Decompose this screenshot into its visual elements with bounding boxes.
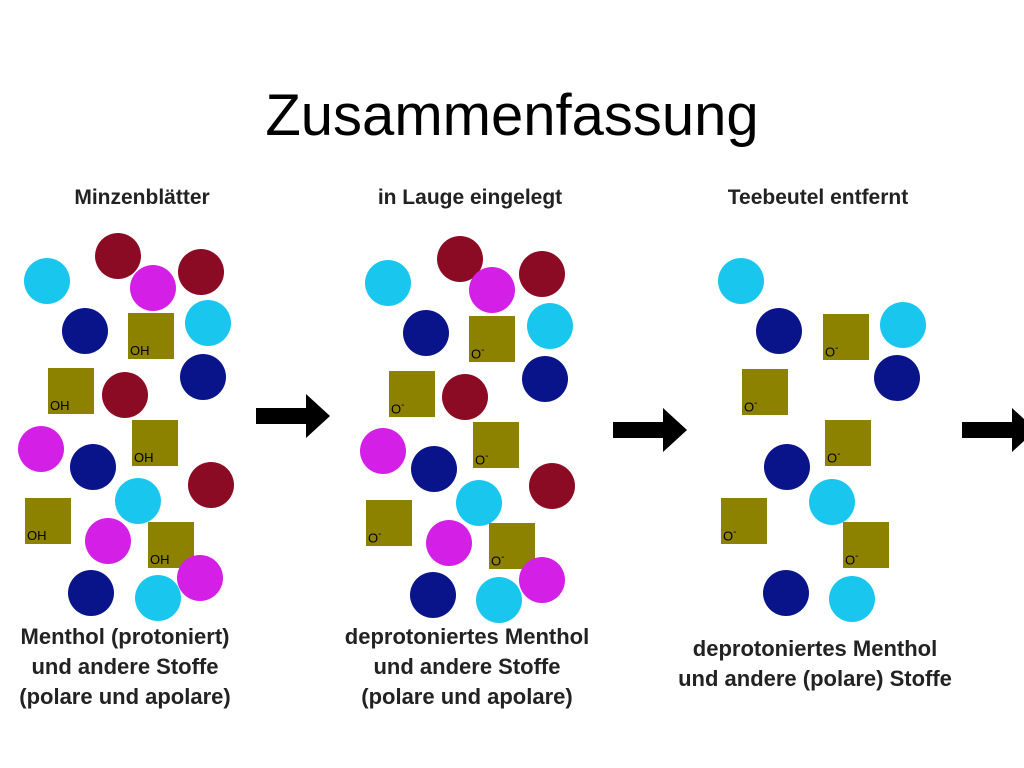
magenta-molecule (360, 428, 406, 474)
maroon-molecule (102, 372, 148, 418)
charge-sign: - (501, 551, 505, 563)
menthol-molecule: O- (473, 422, 519, 468)
charge-sign: - (837, 448, 841, 460)
magenta-molecule (469, 267, 515, 313)
charge-sign: - (485, 450, 489, 462)
magenta-molecule (426, 520, 472, 566)
menthol-molecule: O- (823, 314, 869, 360)
caption-line: Menthol (protoniert) (20, 624, 230, 649)
light-blue-molecule (24, 258, 70, 304)
light-blue-molecule (135, 575, 181, 621)
menthol-molecule: O- (843, 522, 889, 568)
caption-mint-leaves: Menthol (protoniert) und andere Stoffe (… (0, 622, 295, 712)
dark-blue-molecule (874, 355, 920, 401)
caption-teabag-removed: deprotoniertes Menthol und andere (polar… (645, 634, 985, 694)
arrow-right-icon (256, 394, 330, 438)
magenta-molecule (18, 426, 64, 472)
functional-group-label: OH (130, 343, 150, 358)
dark-blue-molecule (756, 308, 802, 354)
menthol-molecule: OH (132, 420, 178, 466)
light-blue-molecule (829, 576, 875, 622)
functional-group-label: O- (744, 397, 758, 414)
arrow-right-icon (613, 408, 687, 452)
light-blue-molecule (718, 258, 764, 304)
panel-heading-mint-leaves: Minzenblätter (74, 186, 210, 209)
caption-line: deprotoniertes Menthol (344, 624, 590, 649)
menthol-molecule: OH (48, 368, 94, 414)
magenta-molecule (177, 555, 223, 601)
panel-heading-soaked-in-lye: in Lauge eingelegt (377, 186, 563, 209)
light-blue-molecule (185, 300, 231, 346)
maroon-molecule (188, 462, 234, 508)
dark-blue-molecule (180, 354, 226, 400)
maroon-molecule (519, 251, 565, 297)
functional-group-label: O- (491, 551, 505, 568)
light-blue-molecule (527, 303, 573, 349)
charge-sign: - (733, 526, 737, 538)
functional-group-label: O- (471, 344, 485, 361)
functional-group-label: OH (150, 552, 170, 567)
menthol-molecule: OH (128, 313, 174, 359)
menthol-molecule: O- (825, 420, 871, 466)
functional-group-label: O- (845, 550, 859, 567)
dark-blue-molecule (763, 570, 809, 616)
menthol-molecule: OH (25, 498, 71, 544)
light-blue-molecule (809, 479, 855, 525)
light-blue-molecule (115, 478, 161, 524)
functional-group-label: O- (391, 399, 405, 416)
menthol-molecule: O- (742, 369, 788, 415)
caption-line: (polare und apolare) (19, 684, 231, 709)
dark-blue-molecule (70, 444, 116, 490)
caption-line: und andere (polare) Stoffe (678, 666, 952, 691)
panel-heading-teabag-removed: Teebeutel entfernt (727, 186, 909, 209)
light-blue-molecule (476, 577, 522, 623)
menthol-molecule: O- (469, 316, 515, 362)
dark-blue-molecule (411, 446, 457, 492)
menthol-molecule: O- (721, 498, 767, 544)
charge-sign: - (855, 550, 859, 562)
menthol-molecule: O- (389, 371, 435, 417)
caption-line: und andere Stoffe (31, 654, 219, 679)
caption-line: und andere Stoffe (373, 654, 561, 679)
caption-soaked-in-lye: deprotoniertes Menthol und andere Stoffe… (297, 622, 637, 712)
charge-sign: - (835, 342, 839, 354)
dark-blue-molecule (410, 572, 456, 618)
functional-group-label: OH (50, 398, 70, 413)
functional-group-label: O- (825, 342, 839, 359)
menthol-molecule: O- (366, 500, 412, 546)
arrow-right-icon (962, 408, 1024, 452)
dark-blue-molecule (522, 356, 568, 402)
maroon-molecule (95, 233, 141, 279)
dark-blue-molecule (68, 570, 114, 616)
functional-group-label: OH (27, 528, 47, 543)
functional-group-label: OH (134, 450, 154, 465)
functional-group-label: O- (475, 450, 489, 467)
functional-group-label: O- (368, 528, 382, 545)
charge-sign: - (754, 397, 758, 409)
dark-blue-molecule (764, 444, 810, 490)
dark-blue-molecule (403, 310, 449, 356)
magenta-molecule (519, 557, 565, 603)
maroon-molecule (529, 463, 575, 509)
maroon-molecule (442, 374, 488, 420)
light-blue-molecule (880, 302, 926, 348)
light-blue-molecule (365, 260, 411, 306)
slide-title: Zusammenfassung (265, 83, 759, 148)
light-blue-molecule (456, 480, 502, 526)
functional-group-label: O- (827, 448, 841, 465)
charge-sign: - (481, 344, 485, 356)
dark-blue-molecule (62, 308, 108, 354)
charge-sign: - (378, 528, 382, 540)
magenta-molecule (85, 518, 131, 564)
caption-line: (polare und apolare) (361, 684, 573, 709)
magenta-molecule (130, 265, 176, 311)
functional-group-label: O- (723, 526, 737, 543)
caption-line: deprotoniertes Menthol (692, 636, 938, 661)
maroon-molecule (178, 249, 224, 295)
charge-sign: - (401, 399, 405, 411)
